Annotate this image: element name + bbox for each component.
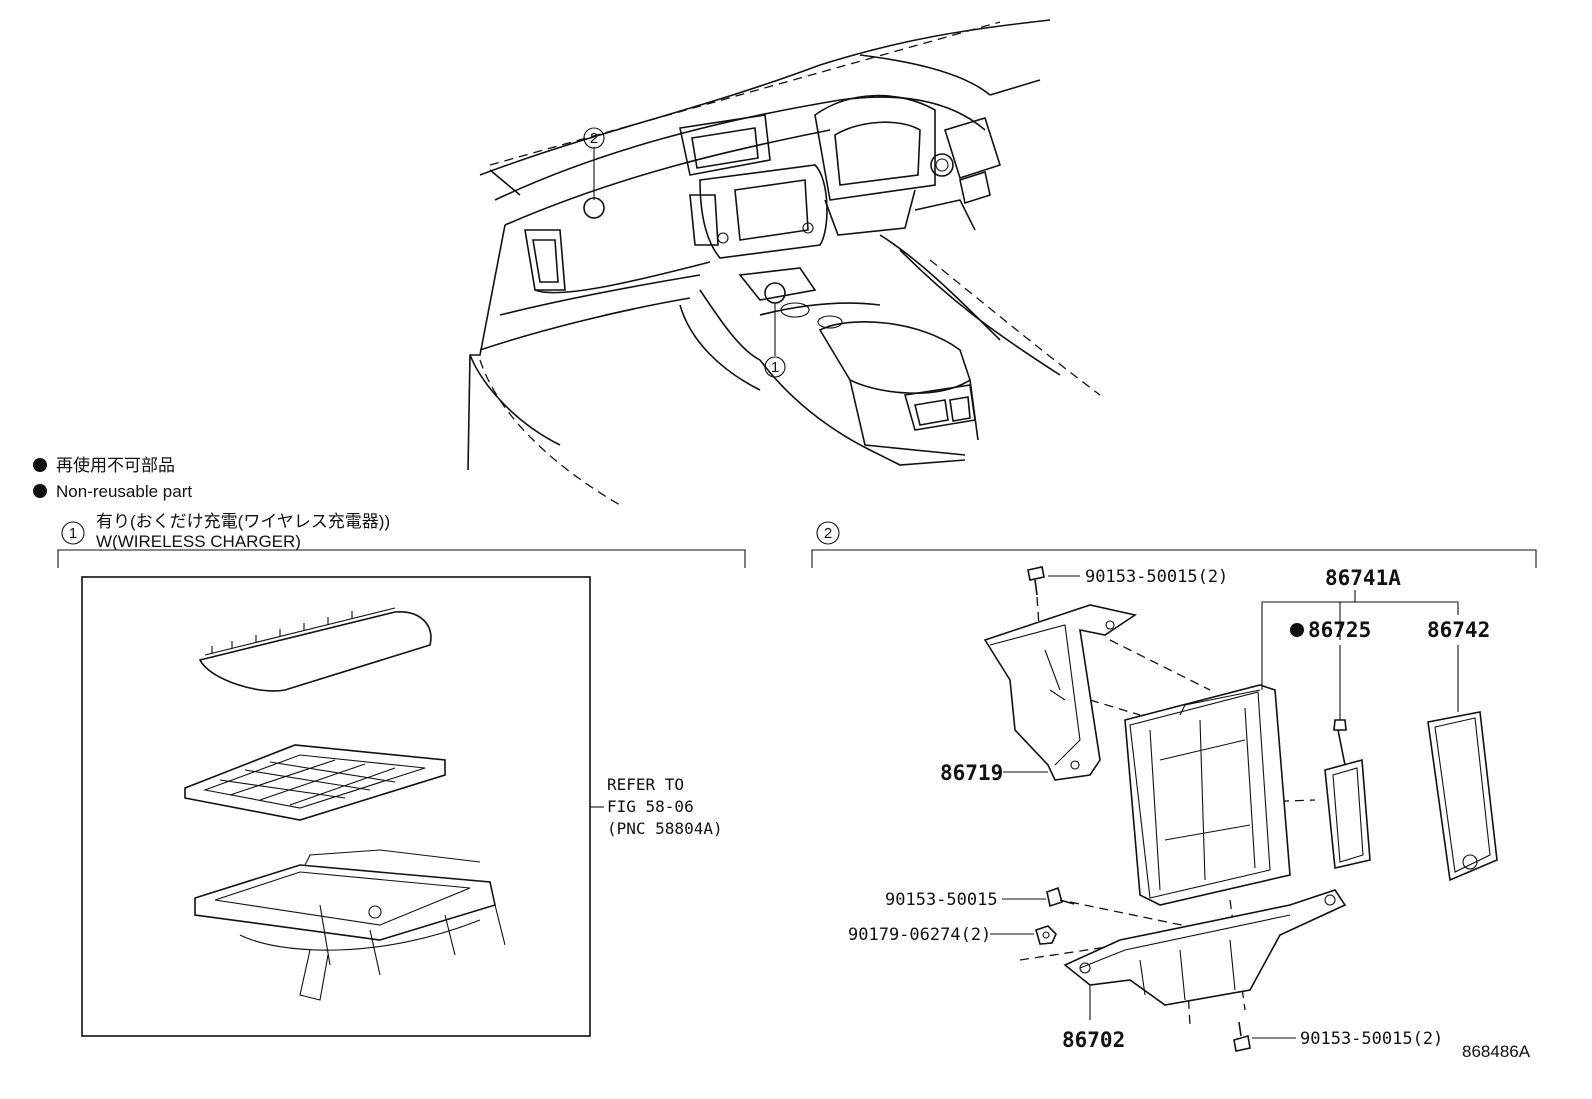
refer-line-2: FIG 58-06 [607,797,694,816]
label-bolt-top: 90153-50015(2) [1085,567,1228,587]
section1-number: 1 [69,525,77,542]
label-bracket-bottom: 86702 [1062,1028,1125,1052]
callout-one-top: 1 [771,359,779,376]
section1-jp-title: 有り(おくだけ充電(ワイヤレス充電器)) [96,512,390,531]
legend-jp-note: 再使用不可部品 [56,455,175,475]
section-2: 2 90153-50015(2) 86719 [811,521,1537,1052]
label-nut: 90179-06274(2) [848,925,991,945]
label-bracket-left: 86719 [940,761,1003,785]
diagram-id: 868486A [1462,1042,1531,1061]
section1-en-title: W(WIRELESS CHARGER) [96,532,301,551]
filled-dot-icon [33,484,47,498]
label-bolt-bottom: 90153-50015(2) [1300,1029,1443,1049]
label-assy: 86741A [1325,566,1401,590]
label-86725: 86725 [1308,618,1371,642]
section-1: 1 有り(おくだけ充電(ワイヤレス充電器)) W(WIRELESS CHARGE… [57,512,746,1037]
legend: 再使用不可部品 Non-reusable part [33,455,192,501]
dashboard-illustration: 2 1 [467,19,1101,506]
refer-line-1: REFER TO [607,775,684,794]
legend-en-note: Non-reusable part [56,482,192,501]
refer-line-3: (PNC 58804A) [607,819,723,838]
label-86742: 86742 [1427,618,1490,642]
callout-two-top: 2 [590,130,598,147]
filled-dot-icon [33,458,47,472]
non-reusable-dot-icon [1290,623,1304,637]
section2-number: 2 [824,525,832,542]
label-bolt-mid: 90153-50015 [885,890,998,910]
